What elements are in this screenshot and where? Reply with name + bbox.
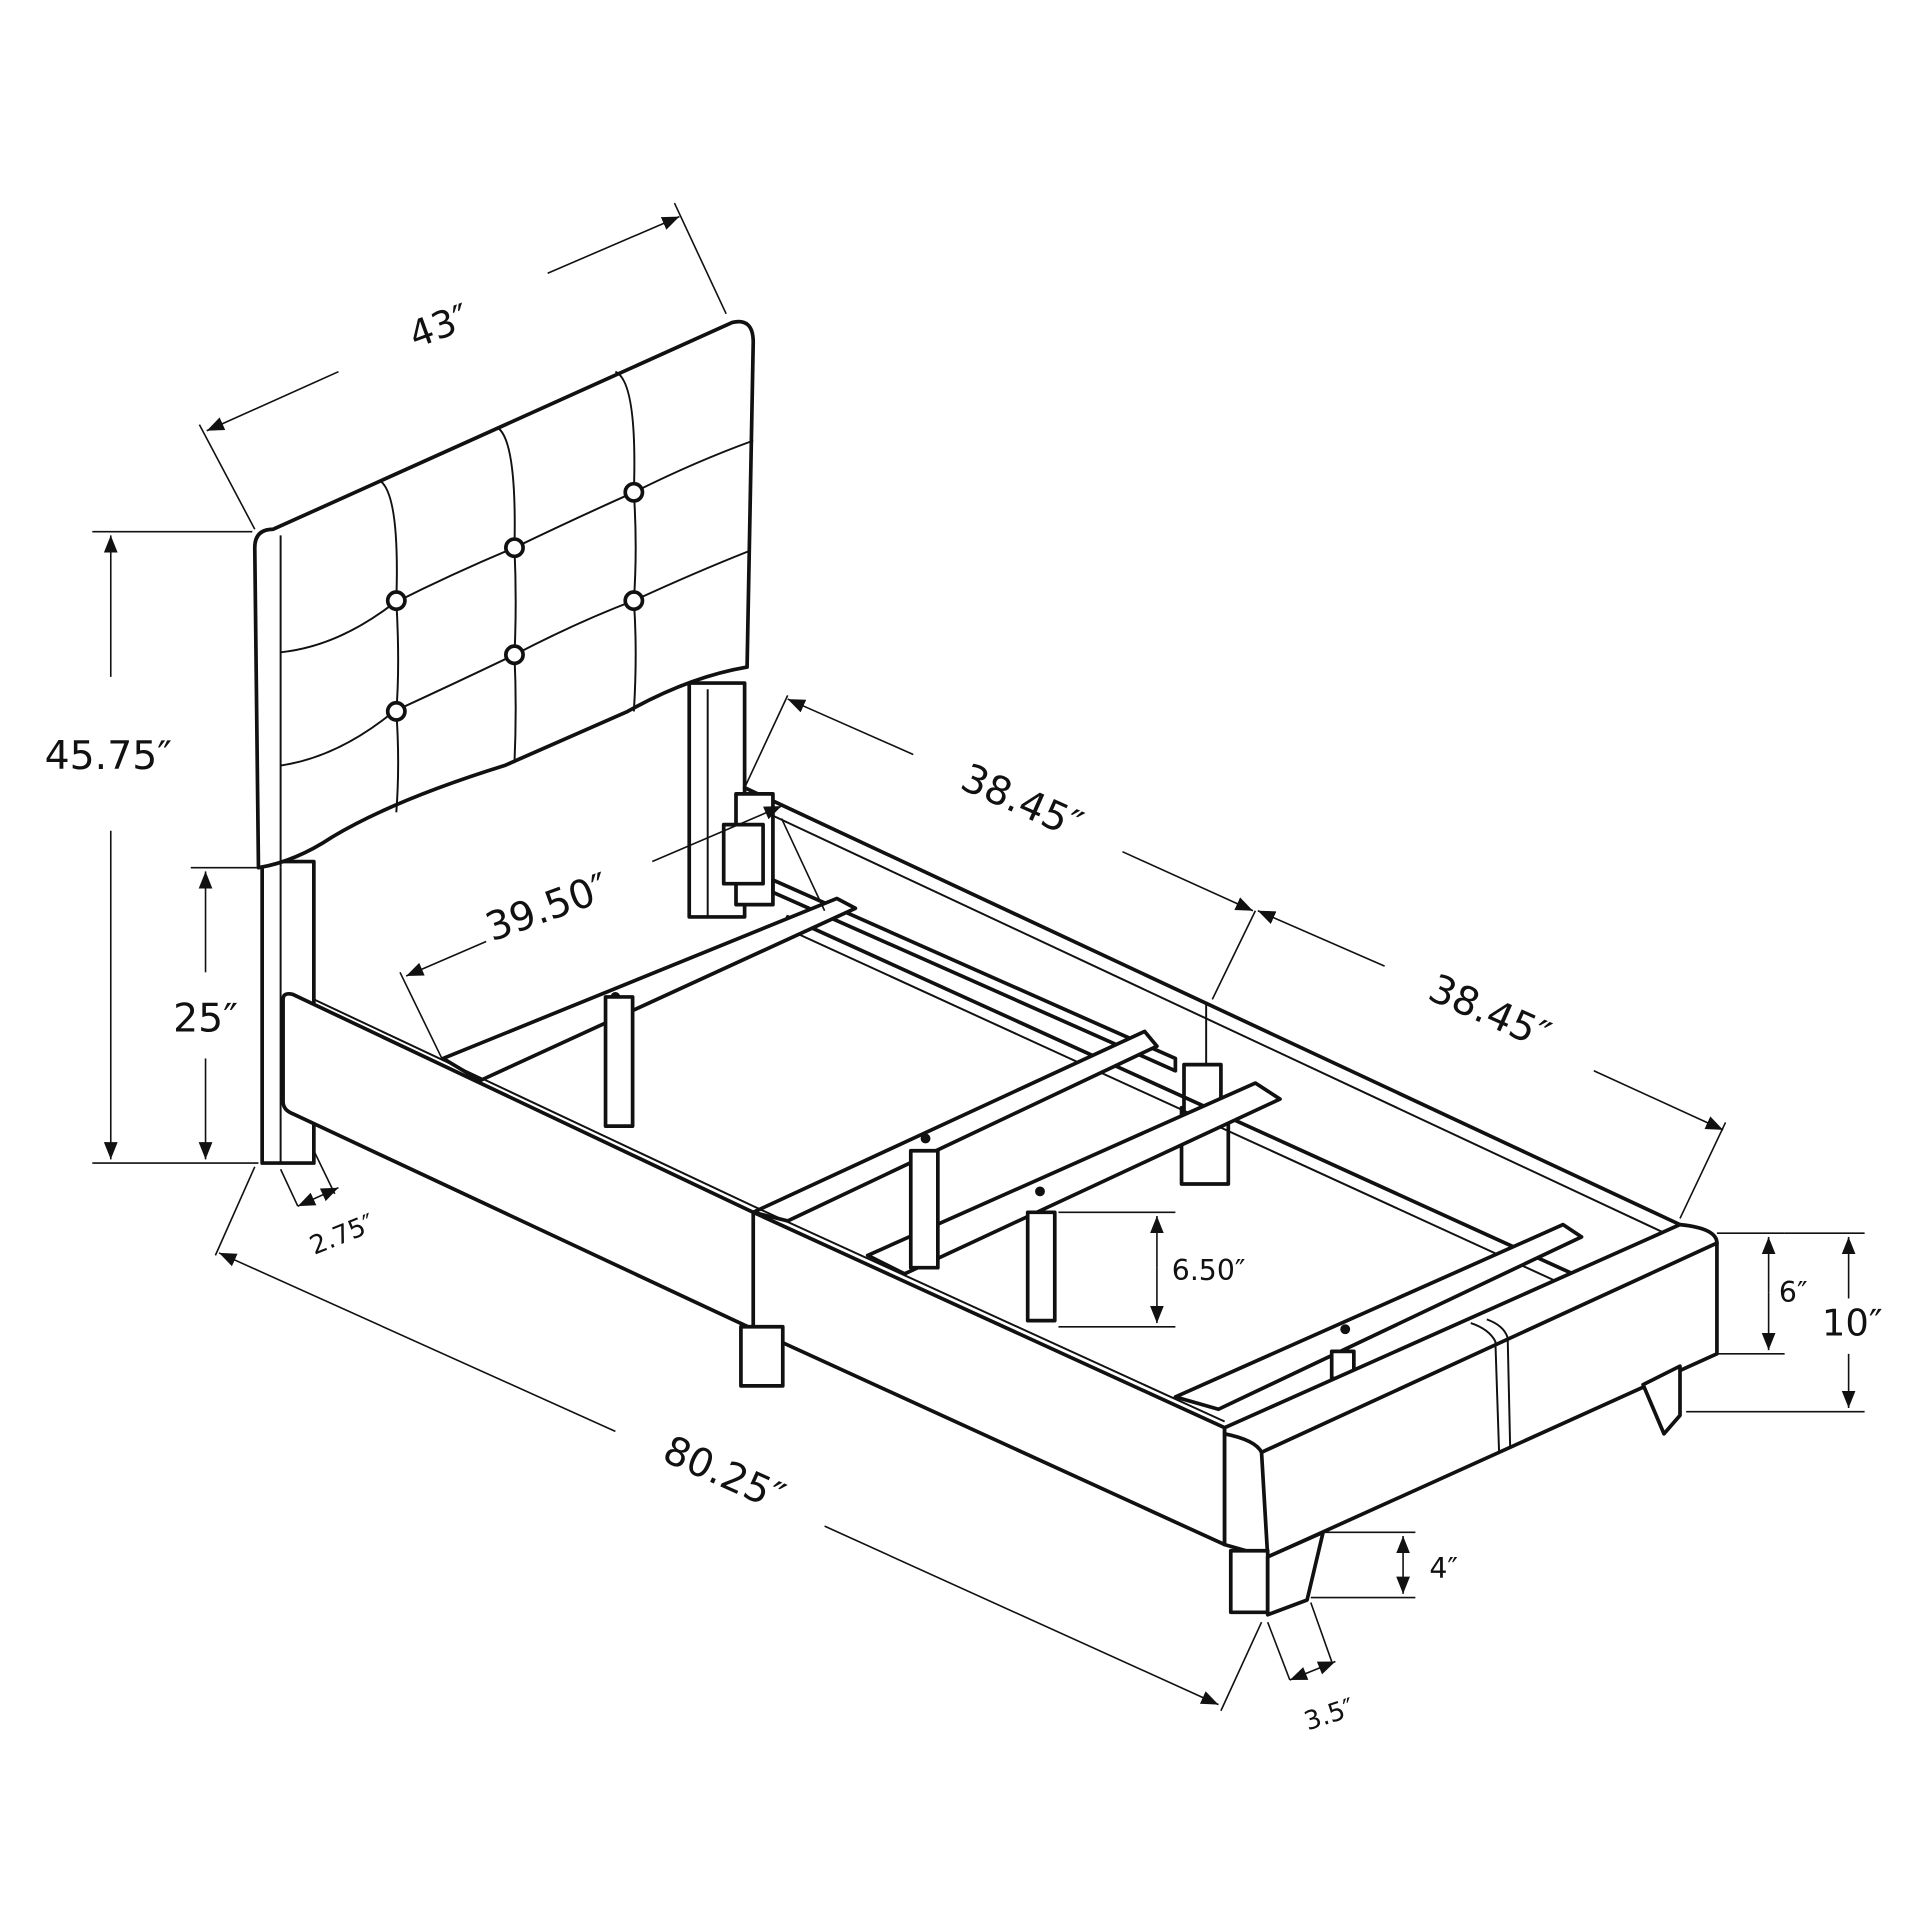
label-side-rail-first: 38.45″: [954, 755, 1089, 849]
headboard-panel: [252, 319, 756, 870]
label-overall-length: 80.25″: [656, 1427, 791, 1521]
label-side-rail-second: 38.45″: [1422, 965, 1557, 1059]
label-headboard-width: 43″: [403, 296, 475, 357]
far-side-rail: [742, 785, 1682, 1236]
label-center-support-height: 6.50″: [1172, 1254, 1246, 1287]
label-total-height: 45.75″: [45, 733, 172, 779]
dimension-lines: [92, 202, 1865, 1712]
label-foot-leg-width: 3.5″: [1301, 1693, 1359, 1737]
slats: [441, 896, 1584, 1412]
label-foot-leg-height: 4″: [1429, 1552, 1458, 1585]
bed-drawing: [252, 319, 1719, 1617]
label-leg-depth: 2.75″: [306, 1208, 380, 1261]
label-footboard-height: 10″: [1822, 1301, 1883, 1344]
label-footboard-panel-height: 6″: [1779, 1276, 1808, 1309]
label-inner-width: 39.50″: [480, 864, 615, 951]
footboard: [1222, 1222, 1719, 1617]
label-headboard-leg-height: 25″: [173, 995, 238, 1041]
tuft-buttons: [385, 481, 645, 722]
hinge-bracket: [721, 792, 1223, 1116]
